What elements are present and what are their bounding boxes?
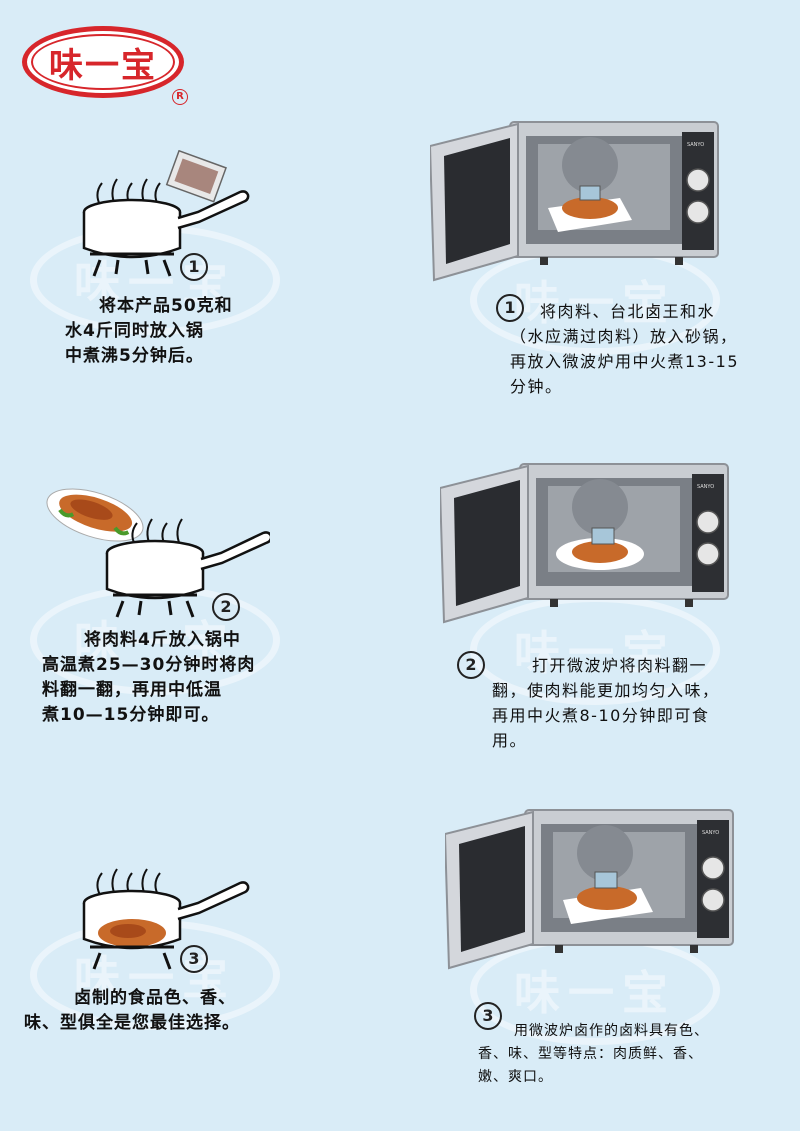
step-number-badge: 1 [180,253,208,281]
left-step-2-text: 将肉料4斤放入锅中 高温煮25—30分钟时将肉 料翻一翻，再用中低温 煮10—1… [42,628,255,728]
text-line: 将肉料、台北卤王和水 [540,302,716,321]
text-line: 打开微波炉将肉料翻一 [532,656,708,675]
text-line: 翻，使肉料能更加均匀入味， [492,681,720,700]
text-line: 卤制的食品色、香、 [74,988,236,1008]
right-step-2-text: 打开微波炉将肉料翻一 翻，使肉料能更加均匀入味， 再用中火煮8-10分钟即可食 … [492,653,720,753]
pot-with-cooked-meat-illustration [82,868,250,970]
pot-with-packet-illustration [82,150,250,277]
text-line: 煮10—15分钟即可。 [42,705,220,725]
text-line: （水应满过肉料）放入砂锅， [510,327,738,346]
text-line: 分钟。 [510,377,563,396]
right-step-1-text: 将肉料、台北卤王和水 （水应满过肉料）放入砂锅， 再放入微波炉用中火煮13-15… [510,299,739,399]
text-line: 将肉料4斤放入锅中 [84,630,241,650]
microwave-brand: SANYO [697,484,714,490]
microwave-brand: SANYO [702,830,719,836]
text-line: 再用中火煮8-10分钟即可食 [492,706,710,725]
pot-with-meat-illustration [46,488,270,618]
microwave-illustration: SANYO [445,809,734,970]
watermark-text: 味一宝 [514,276,676,330]
text-line: 嫩、爽口。 [478,1069,553,1085]
microwave-illustration: SANYO [440,463,729,624]
microwave-brand: SANYO [687,142,704,148]
watermark-text: 味一宝 [514,966,676,1020]
registered-mark: R [172,89,188,105]
text-line: 将本产品50克和 [99,296,233,316]
step-number-badge: 2 [457,651,485,679]
text-line: 再放入微波炉用中火煮13-15 [510,352,739,371]
brand-logo: 味一宝 R [22,26,192,108]
left-step-3-text: 卤制的食品色、香、 味、型俱全是您最佳选择。 [24,986,240,1036]
watermark-text: 味一宝 [74,616,236,670]
text-line: 中煮沸5分钟后。 [65,346,204,366]
step-number-badge: 3 [180,945,208,973]
step-number-badge: 2 [212,593,240,621]
text-line: 用。 [492,731,528,750]
text-line: 料翻一翻，再用中低温 [42,680,222,700]
text-line: 高温煮25—30分钟时将肉 [42,655,256,675]
step-number-badge: 3 [474,1002,502,1030]
watermark-text: 味一宝 [514,626,676,680]
text-line: 香、味、型等特点：肉质鲜、香、 [478,1046,703,1062]
logo-text: 味一宝 [49,45,157,86]
text-line: 水4斤同时放入锅 [65,321,204,341]
right-step-3-text: 用微波炉卤作的卤料具有色、 香、味、型等特点：肉质鲜、香、 嫩、爽口。 [478,1020,709,1089]
step-number-badge: 1 [496,294,524,322]
logo-inner-ring: 味一宝 [31,34,175,90]
microwave-illustration: SANYO [430,121,719,282]
left-step-1-text: 将本产品50克和 水4斤同时放入锅 中煮沸5分钟后。 [65,294,233,369]
text-line: 用微波炉卤作的卤料具有色、 [514,1023,709,1039]
text-line: 味、型俱全是您最佳选择。 [24,1013,240,1033]
